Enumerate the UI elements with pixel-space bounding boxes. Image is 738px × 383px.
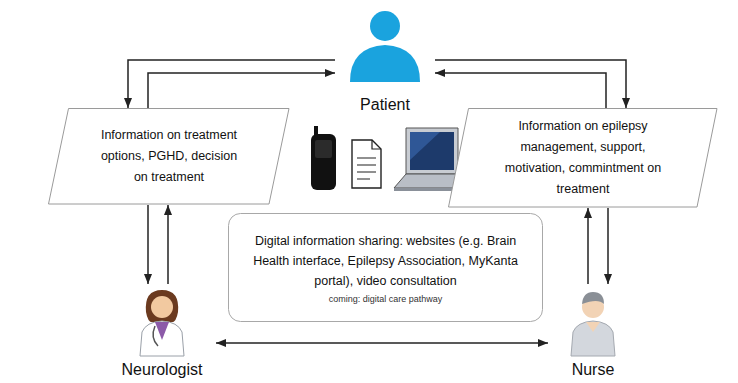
note-text: coming: digital care pathway bbox=[240, 293, 532, 305]
person-node: Nurse bbox=[548, 284, 638, 379]
neurologist-hair bbox=[146, 290, 178, 322]
sharing-text: Digital information sharing: websites (e… bbox=[240, 231, 532, 291]
person-label: Neurologist bbox=[122, 360, 203, 379]
info-text: Information on treatment options, PGHD, … bbox=[98, 125, 240, 188]
neurologist-shirt bbox=[155, 322, 169, 340]
info-text: Information on epilepsy management, supp… bbox=[493, 116, 673, 200]
arrow-connector bbox=[607, 208, 609, 284]
arrow-connector bbox=[435, 73, 606, 108]
neurologist-fringe bbox=[151, 295, 174, 301]
arrow-connector bbox=[435, 60, 626, 108]
neurologist-head bbox=[151, 296, 173, 318]
person-node: Patient bbox=[335, 8, 435, 114]
arrow-connector bbox=[587, 208, 589, 284]
nurse-neck bbox=[586, 322, 600, 332]
info-parallelogram: Information on treatment options, PGHD, … bbox=[48, 108, 290, 205]
person-label: Nurse bbox=[572, 360, 615, 379]
phone-screen bbox=[315, 140, 332, 158]
arrow-connector bbox=[216, 342, 548, 344]
stethoscope bbox=[153, 326, 158, 346]
patient-head bbox=[370, 11, 400, 41]
document-lines bbox=[357, 158, 376, 179]
neurologist-coat bbox=[140, 321, 184, 356]
laptop-glare bbox=[410, 132, 440, 160]
arrow-connector bbox=[148, 73, 335, 108]
nurse-hair bbox=[582, 292, 604, 304]
laptop-lid bbox=[406, 128, 458, 174]
person-label: Patient bbox=[360, 95, 410, 114]
sharing-box: Digital information sharing: websites (e… bbox=[228, 213, 543, 322]
person-node: Neurologist bbox=[108, 284, 216, 379]
phone-icon bbox=[311, 134, 336, 190]
patient-body bbox=[350, 45, 420, 82]
arrow-connector bbox=[147, 205, 149, 284]
document-fold bbox=[372, 140, 381, 149]
nurse-shirt bbox=[571, 321, 615, 356]
info-parallelogram: Information on epilepsy management, supp… bbox=[448, 108, 718, 208]
laptop-screen bbox=[410, 132, 454, 170]
document-icon bbox=[352, 140, 381, 188]
arrow-connector bbox=[128, 60, 335, 108]
arrow-connector bbox=[167, 205, 169, 284]
